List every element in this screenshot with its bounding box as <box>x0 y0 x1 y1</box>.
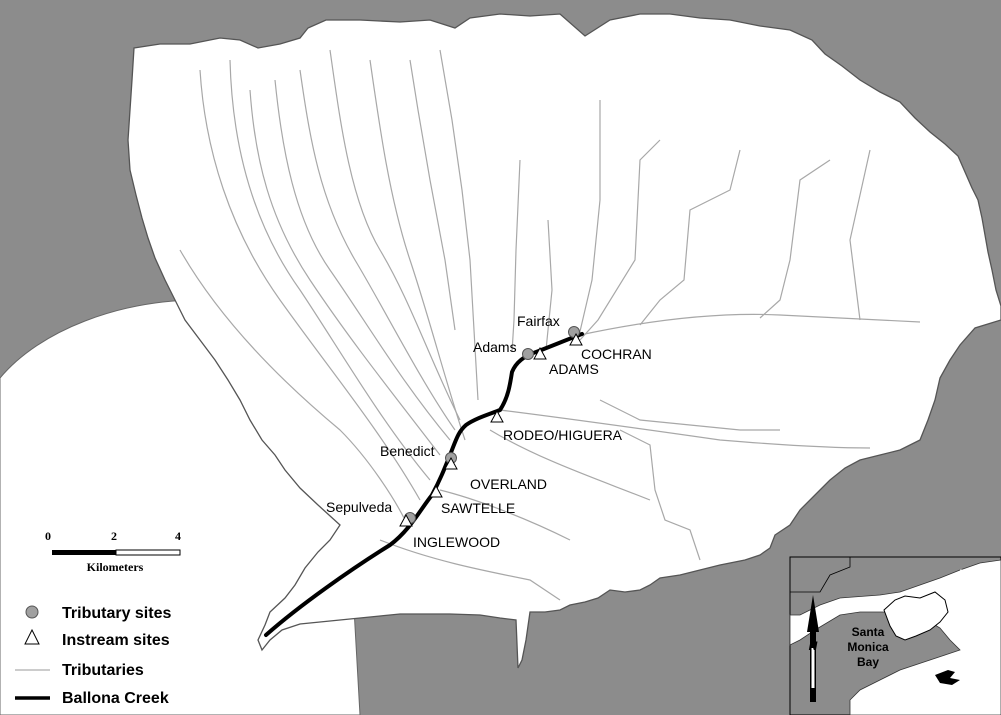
inset-county-boundary <box>790 557 851 593</box>
tributary-line <box>489 429 651 501</box>
tributary-site-label: Benedict <box>380 443 435 459</box>
north-arrow: N <box>807 595 819 702</box>
inset-coast-detail <box>935 670 960 685</box>
north-arrow-icon <box>807 595 819 632</box>
tributary-line <box>439 489 571 541</box>
tributary-site-marker <box>568 326 580 338</box>
tributary-network <box>179 49 921 601</box>
tributary-line <box>229 59 431 481</box>
tributary-line <box>499 409 871 449</box>
tributary-line <box>579 139 661 341</box>
tributary-line <box>249 89 441 456</box>
tributary-line <box>299 69 456 431</box>
instream-site-marker <box>490 409 504 423</box>
tributary-line <box>599 399 780 431</box>
instream-site-marker <box>429 484 443 498</box>
inset-label-los: Los <box>959 567 981 581</box>
instream-site-label: COCHRAN <box>581 346 652 362</box>
north-arrow-inner <box>811 648 815 688</box>
legend-label-ballona-creek: Ballona Creek <box>62 690 169 707</box>
instream-site-marker <box>444 456 458 470</box>
scale-bar: 0 2 4 Kilometers <box>45 529 181 574</box>
tributary-line <box>274 79 451 441</box>
scale-tick-0: 0 <box>45 529 51 543</box>
tributary-line <box>379 539 561 601</box>
tributary-line <box>545 219 553 351</box>
inset-label-santa: Santa <box>852 625 885 639</box>
tributary-line <box>759 159 831 319</box>
inset-label-monica: Monica <box>847 640 889 654</box>
tributary-line <box>329 49 461 421</box>
legend: Tributary sites Instream sites Tributari… <box>15 605 171 707</box>
legend-label-tributary-sites: Tributary sites <box>62 605 171 622</box>
instream-site-label: SAWTELLE <box>441 500 515 516</box>
tributary-site-label: Adams <box>473 339 517 355</box>
legend-circle-symbol <box>25 605 39 619</box>
instream-site-marker <box>533 346 547 360</box>
tributary-line <box>849 149 871 321</box>
legend-label-instream-sites: Instream sites <box>62 632 170 649</box>
inset-map: Los Angeles Santa Monica Bay N <box>789 556 1001 715</box>
inset-watershed-shape <box>883 591 949 641</box>
legend-triangle-symbol <box>24 628 40 645</box>
instream-site-label: RODEO/HIGUERA <box>503 427 623 443</box>
scale-bar-segment-1 <box>52 550 116 555</box>
scale-unit-label: Kilometers <box>87 560 144 574</box>
scale-tick-4: 4 <box>175 529 181 543</box>
tributary-line <box>577 100 601 341</box>
tributary-site-marker <box>522 348 534 360</box>
instream-site-label: ADAMS <box>549 361 599 377</box>
tributary-site-label: Fairfax <box>517 313 560 329</box>
instream-site-marker <box>399 513 413 527</box>
instream-site-label: INGLEWOOD <box>413 534 500 550</box>
instream-site-label: OVERLAND <box>470 476 547 492</box>
tributary-line <box>179 249 406 521</box>
inset-label-angeles: Angeles <box>949 583 996 597</box>
scale-bar-segment-2 <box>115 549 181 556</box>
tributary-line <box>511 159 521 353</box>
inset-label-bay: Bay <box>857 655 879 669</box>
tributary-line <box>619 429 701 561</box>
tributary-line <box>199 69 421 501</box>
scale-tick-2: 2 <box>111 529 117 543</box>
tributary-line <box>439 49 479 401</box>
legend-label-tributaries: Tributaries <box>62 662 144 679</box>
north-label: N <box>809 639 818 653</box>
instream-site-marker <box>569 332 583 346</box>
tributary-line <box>579 313 921 336</box>
ballona-creek-line <box>264 332 584 637</box>
tributary-site-label: Sepulveda <box>326 499 392 515</box>
tributary-line <box>369 59 466 441</box>
tributary-line <box>639 149 741 326</box>
tributary-line <box>409 59 456 331</box>
